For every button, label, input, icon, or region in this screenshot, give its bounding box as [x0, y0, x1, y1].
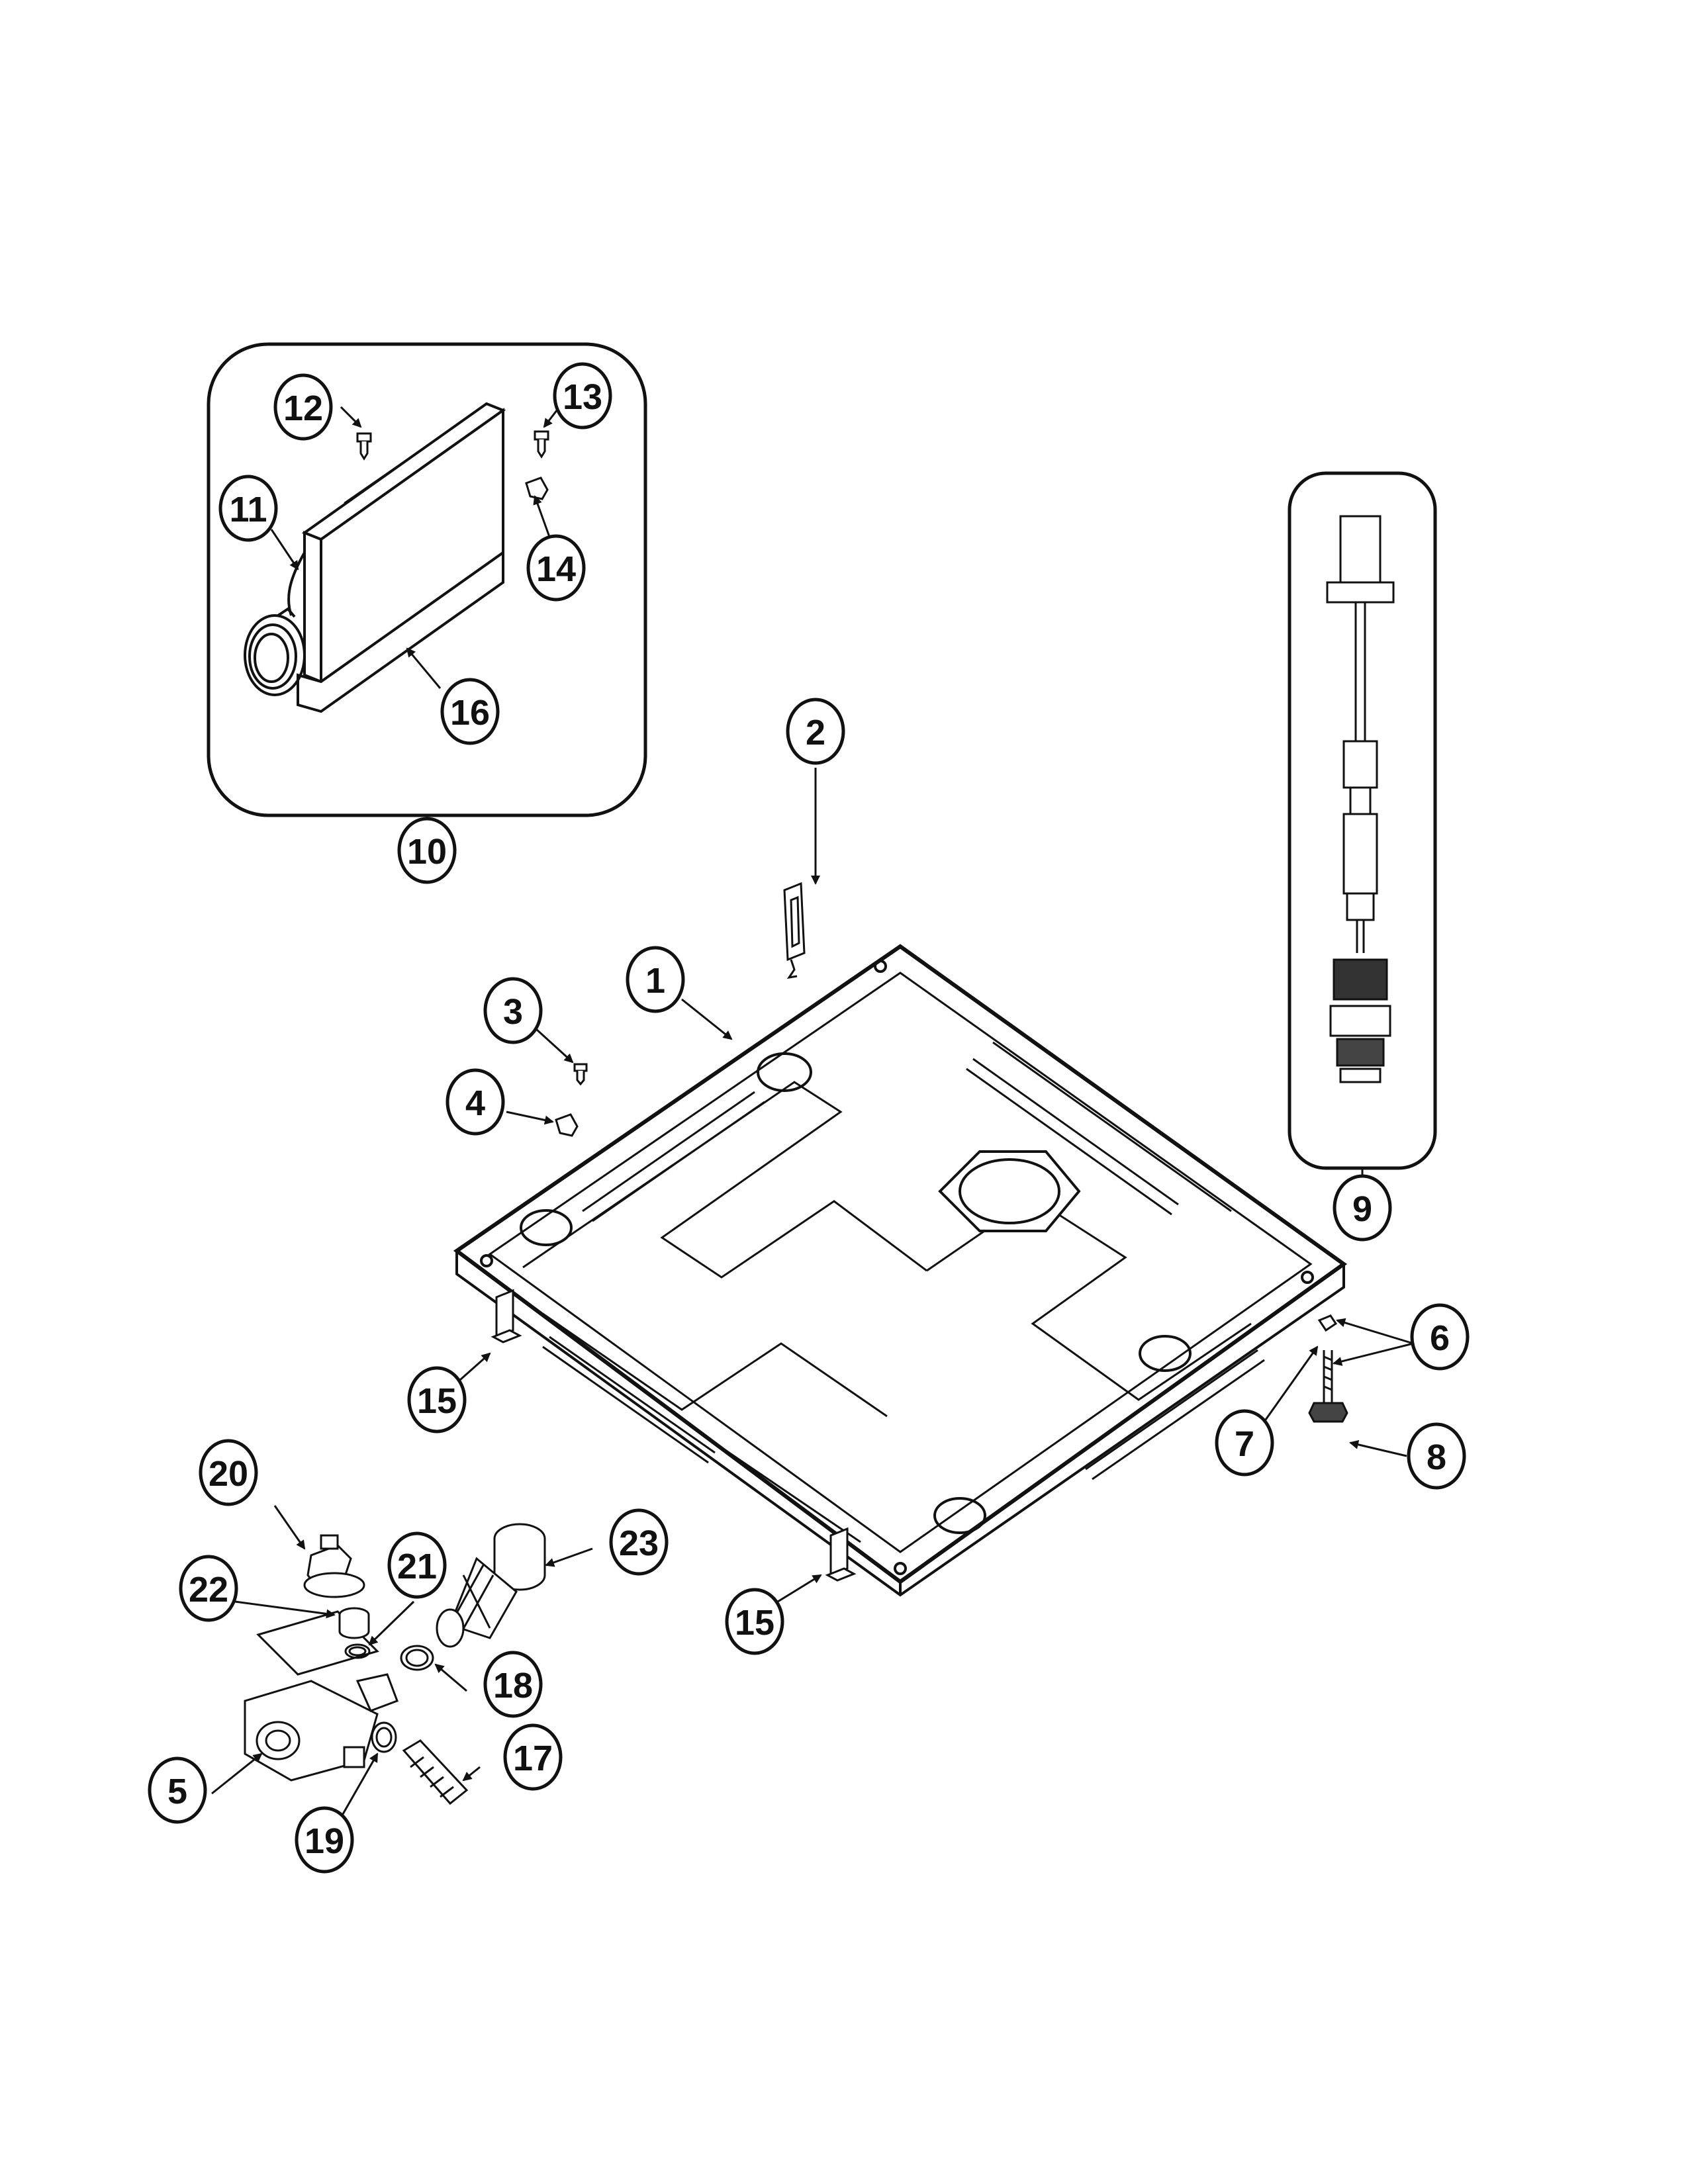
callout-label: 21 [397, 1547, 437, 1586]
base-pan-part [453, 944, 1348, 1597]
callout-18: 18 [483, 1651, 543, 1718]
callout-8: 8 [1407, 1422, 1466, 1490]
callout-circle [445, 1068, 505, 1136]
drain-hose-23-part [436, 1523, 546, 1648]
callout-label: 4 [465, 1083, 485, 1123]
callout-circle [483, 1651, 543, 1718]
callout-17: 17 [503, 1723, 563, 1791]
callout-label: 8 [1427, 1437, 1446, 1477]
bracket-2-part [783, 882, 806, 979]
callout-label: 9 [1352, 1189, 1372, 1229]
callout-circle [626, 946, 685, 1013]
callout-circle [1333, 1174, 1392, 1242]
callout-label: 16 [450, 693, 490, 733]
shaft-assembly-part [1326, 515, 1395, 1083]
clamp-21-part [344, 1643, 371, 1659]
callout-label: 20 [209, 1454, 248, 1494]
callout-14: 14 [526, 534, 586, 602]
callout-19: 19 [295, 1806, 354, 1874]
callout-circle [503, 1723, 563, 1791]
callout-21: 21 [387, 1531, 447, 1599]
callout-22: 22 [179, 1555, 238, 1622]
callout-circle [1407, 1422, 1466, 1490]
callout-circle [1215, 1409, 1274, 1477]
callout-15a: 15 [407, 1366, 467, 1433]
callout-label: 15 [417, 1381, 457, 1421]
pressure-switch-20-part [303, 1534, 365, 1598]
callout-6: 6 [1410, 1303, 1470, 1371]
callout-23: 23 [609, 1508, 669, 1576]
callout-15b: 15 [725, 1588, 784, 1655]
callout-label: 23 [619, 1524, 659, 1563]
screw-13-part [534, 430, 549, 459]
callout-circle [553, 362, 612, 430]
callout-circle [295, 1806, 354, 1874]
callout-circle [407, 1366, 467, 1433]
callout-circle [526, 534, 586, 602]
callout-circle [725, 1588, 784, 1655]
callout-circle [218, 475, 278, 542]
callout-label: 19 [305, 1821, 344, 1861]
callout-2: 2 [786, 698, 845, 765]
callout-11: 11 [218, 475, 278, 542]
cover-panel-part [297, 402, 506, 713]
callout-label: 13 [563, 377, 602, 417]
bracket-15b-part [825, 1527, 857, 1582]
callout-label: 22 [189, 1570, 228, 1610]
leader-lines [211, 406, 1414, 1824]
callout-label: 3 [503, 992, 523, 1032]
callout-label: 12 [283, 388, 323, 428]
screw-3-part [573, 1063, 588, 1086]
callout-label: 11 [229, 490, 267, 529]
callout-circle [483, 977, 543, 1044]
callout-3: 3 [483, 977, 543, 1044]
callout-label: 6 [1430, 1318, 1450, 1358]
callout-10: 10 [397, 817, 457, 884]
callout-13: 13 [553, 362, 612, 430]
callout-circle [273, 373, 333, 441]
clip-4-part [555, 1113, 579, 1137]
screw-12-part [356, 432, 372, 461]
callout-circle [148, 1756, 207, 1824]
callout-label: 15 [735, 1603, 774, 1643]
callout-7: 7 [1215, 1409, 1274, 1477]
leveling-leg-part [1308, 1314, 1348, 1423]
callout-circle [1410, 1303, 1470, 1371]
callout-9: 9 [1333, 1174, 1392, 1242]
callout-16: 16 [440, 678, 500, 745]
bracket-15a-part [491, 1289, 522, 1343]
callout-4: 4 [445, 1068, 505, 1136]
callout-circle [179, 1555, 238, 1622]
callout-label: 7 [1235, 1424, 1254, 1464]
clip-14-part [525, 477, 549, 500]
callout-circle [387, 1531, 447, 1599]
callout-circle [397, 817, 457, 884]
clamp-19-part [371, 1721, 397, 1753]
callout-label: 14 [536, 549, 576, 589]
callout-1: 1 [626, 946, 685, 1013]
callout-circle [440, 678, 500, 745]
callout-5: 5 [148, 1756, 207, 1824]
callout-label: 10 [407, 832, 447, 872]
callout-12: 12 [273, 373, 333, 441]
pump-motor-part [244, 1610, 399, 1782]
hose-17-part [402, 1739, 469, 1805]
cord-coil-part [244, 552, 306, 696]
clamp-18-part [400, 1645, 434, 1671]
callout-label: 2 [806, 713, 825, 752]
callout-label: 1 [645, 961, 665, 1001]
callout-label: 17 [513, 1739, 553, 1778]
callout-circle [786, 698, 845, 765]
callout-circle [609, 1508, 669, 1576]
callout-20: 20 [199, 1439, 258, 1506]
cap-22-part [338, 1607, 370, 1639]
callout-circle [199, 1439, 258, 1506]
callout-label: 18 [493, 1666, 533, 1706]
callout-label: 5 [167, 1772, 187, 1811]
